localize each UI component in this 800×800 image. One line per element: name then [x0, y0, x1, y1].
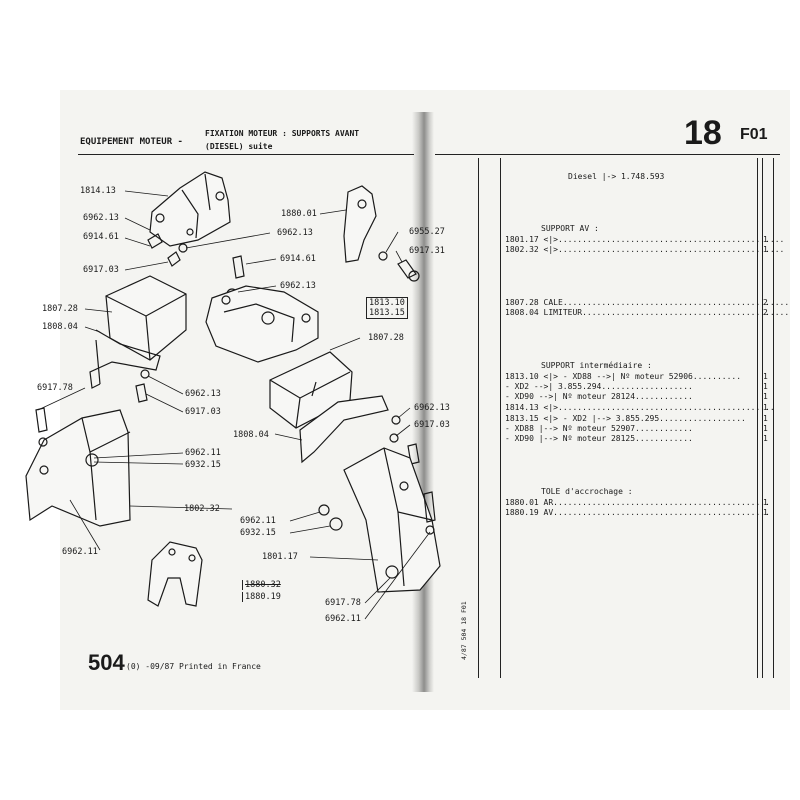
part-desc: CALE....................................… [543, 298, 790, 307]
callout-6914-61: 6914.61 [83, 232, 119, 242]
callout-6932-15: 6932.15 [185, 460, 221, 470]
parts-row: 1807.28 CALE............................… [505, 298, 789, 307]
part-ref: 1808.04 [505, 308, 539, 317]
callout-1814-13: 1814.13 [80, 186, 116, 196]
part-ref: 1813.15 [505, 414, 539, 423]
callout-6962-13: 6962.13 [185, 389, 221, 399]
callout-6962-13: 6962.13 [83, 213, 119, 223]
part-desc: <|>.....................................… [543, 245, 785, 254]
callout-6962-11: 6962.11 [62, 547, 98, 557]
part-qty: 2 [763, 298, 768, 307]
part-qty: 1 [763, 508, 768, 517]
callout-6962-11: 6962.11 [185, 448, 221, 458]
part-desc: <|>.....................................… [543, 403, 775, 412]
callout-6962-13: 6962.13 [280, 281, 316, 291]
parts-row: 1808.04 LIMITEUR........................… [505, 308, 789, 317]
part-qty: 1 [763, 414, 768, 423]
part-ref: 1813.10 [505, 372, 539, 381]
print-info: (0) -09/87 Printed in France [126, 662, 261, 671]
part-ref: 1807.28 [505, 298, 539, 307]
section-number: 18 [684, 114, 722, 152]
callout-6914-61: 6914.61 [280, 254, 316, 264]
part-ref: 1814.13 [505, 403, 539, 412]
part-qty: 1 [763, 434, 768, 443]
parts-row: 1814.13 <|>.............................… [505, 403, 775, 412]
table-col-line [757, 158, 758, 678]
part-qty: 1 [763, 498, 768, 507]
callout-1880-19: 1880.19 [242, 592, 281, 602]
header-title: EQUIPEMENT MOTEUR - [80, 137, 183, 147]
parts-row: - XD90 |--> Nº moteur 28125............ [505, 434, 693, 443]
callout-6917-78: 6917.78 [37, 383, 73, 393]
part-qty: 1 [763, 424, 768, 433]
parts-row: - XD2 -->| 3.855.294................... [505, 382, 693, 391]
part-ref: 1880.19 [505, 508, 539, 517]
table-col-line [773, 158, 774, 678]
part-desc: <|>.....................................… [543, 235, 785, 244]
callout-6962-11: 6962.11 [325, 614, 361, 624]
part-ref: 1802.32 [505, 245, 539, 254]
callout-6962-13: 6962.13 [277, 228, 313, 238]
callout-1807-28: 1807.28 [368, 333, 404, 343]
part-qty: 1 [763, 235, 768, 244]
callout-6917-31: 6917.31 [409, 246, 445, 256]
parts-row: - XD88 |--> Nº moteur 52907............ [505, 424, 693, 433]
header-subtitle-line2: (DIESEL) suite [205, 142, 273, 151]
part-qty: 1 [763, 403, 768, 412]
callout-6962-11: 6962.11 [240, 516, 276, 526]
part-desc: - XD90 |--> Nº moteur 28125............ [505, 434, 693, 443]
parts-row: 1801.17 <|>.............................… [505, 235, 784, 244]
header-rule-right [435, 154, 780, 155]
callout-1801-17: 1801.17 [262, 552, 298, 562]
section-code: F01 [740, 126, 768, 143]
table-col-line [762, 158, 763, 678]
callout-1808-04: 1808.04 [42, 322, 78, 332]
part-desc: - XD2 -->| 3.855.294................... [505, 382, 693, 391]
callout-1802-32: 1802.32 [184, 504, 220, 514]
callout-6932-15: 6932.15 [240, 528, 276, 538]
callout-1880-01: 1880.01 [281, 209, 317, 219]
part-desc: - XD90 -->| Nº moteur 28124............ [505, 392, 693, 401]
table-col-line [500, 158, 501, 678]
part-desc: <|> - XD88 -->| Nº moteur 52906.........… [543, 372, 742, 381]
callout-1807-28: 1807.28 [42, 304, 78, 314]
parts-row: 1813.15 <|> - XD2 |--> 3.855.295........… [505, 414, 746, 423]
section-heading: SUPPORT AV : [541, 224, 599, 233]
part-desc: LIMITEUR................................… [543, 308, 790, 317]
part-desc: <|> - XD2 |--> 3.855.295................… [543, 414, 746, 423]
part-qty: 1 [763, 372, 768, 381]
section-heading: SUPPORT intermédiaire : [541, 361, 652, 370]
part-qty: 2 [763, 308, 768, 317]
callout-6955-27: 6955.27 [409, 227, 445, 237]
section-heading: TOLE d'accrochage : [541, 487, 633, 496]
header-rule-left [78, 154, 414, 155]
parts-row: 1802.32 <|>.............................… [505, 245, 784, 254]
callout-6917-03: 6917.03 [414, 420, 450, 430]
callout-6962-13: 6962.13 [414, 403, 450, 413]
part-desc: - XD88 |--> Nº moteur 52907............ [505, 424, 693, 433]
parts-row: 1880.01 AR..............................… [505, 498, 770, 507]
part-desc: AV......................................… [543, 508, 770, 517]
callout-6917-78: 6917.78 [325, 598, 361, 608]
callout-6917-03: 6917.03 [185, 407, 221, 417]
page-number: 504 [88, 650, 125, 675]
part-qty: 1 [763, 392, 768, 401]
table-col-line [478, 158, 479, 678]
part-desc: AR......................................… [543, 498, 770, 507]
parts-row: - XD90 -->| Nº moteur 28124............ [505, 392, 693, 401]
callout-1880-32: 1880.32 [242, 580, 281, 590]
callout-1813-15: 1813.15 [366, 308, 408, 319]
callout-1808-04: 1808.04 [233, 430, 269, 440]
header-subtitle-line1: FIXATION MOTEUR : SUPPORTS AVANT [205, 129, 360, 138]
parts-row: 1813.10 <|> - XD88 -->| Nº moteur 52906.… [505, 372, 741, 381]
diesel-note: Diesel |-> 1.748.593 [568, 172, 665, 181]
callout-6917-03: 6917.03 [83, 265, 119, 275]
part-qty: 1 [763, 245, 768, 254]
part-ref: 1801.17 [505, 235, 539, 244]
callout-1813-10: 1813.10 [366, 297, 408, 308]
part-ref: 1880.01 [505, 498, 539, 507]
parts-row: 1880.19 AV..............................… [505, 508, 770, 517]
part-qty: 1 [763, 382, 768, 391]
